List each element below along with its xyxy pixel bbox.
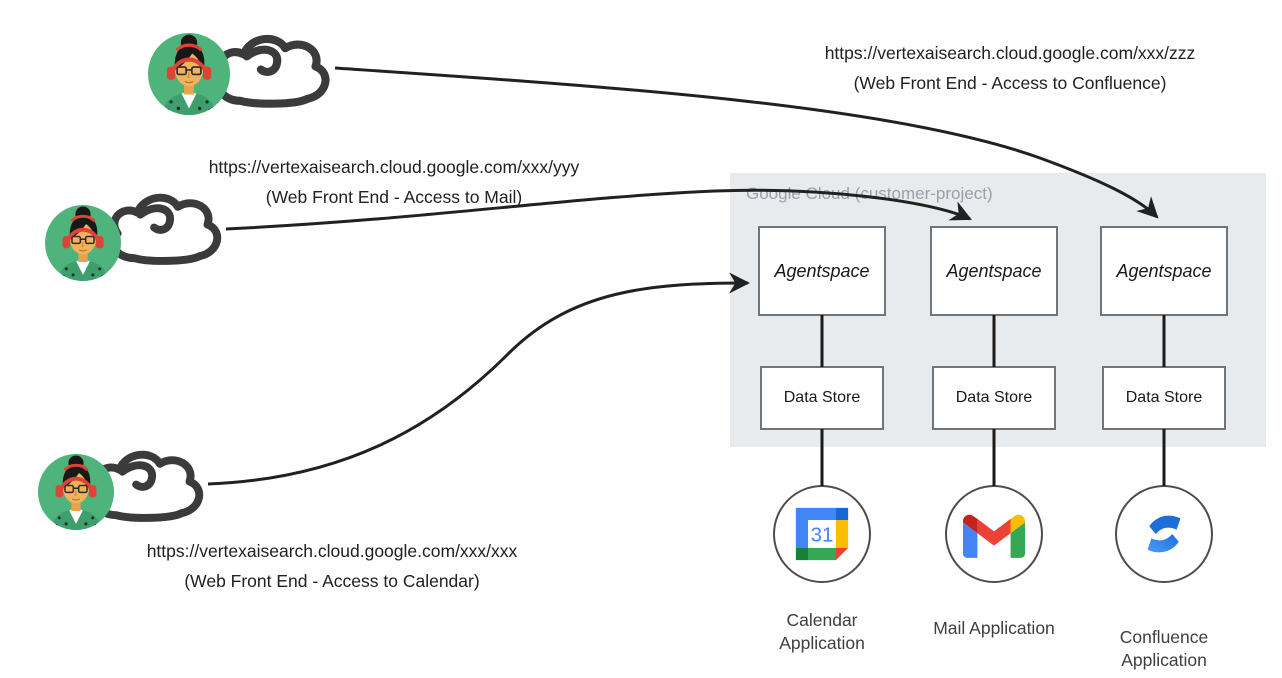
mail-app-label: Mail Application [933, 618, 1055, 638]
request-label-calendar: https://vertexaisearch.cloud.google.com/… [112, 536, 552, 596]
datastore-label: Data Store [955, 389, 1033, 406]
request-url: https://vertexaisearch.cloud.google.com/… [146, 541, 518, 561]
user-avatar [148, 33, 230, 115]
confluence-app-label: Confluence Application [1119, 627, 1209, 670]
request-label-confluence: https://vertexaisearch.cloud.google.com/… [790, 38, 1230, 98]
gmail-icon [963, 514, 1025, 558]
arrow-user3-to-calendar-agentspace [207, 272, 751, 486]
agentspace-box-mail: Agentspace [930, 226, 1058, 316]
agentspace-label: Agentspace [774, 260, 870, 281]
google-cloud-panel-label: Google Cloud (customer-project) [746, 184, 993, 203]
datastore-box-mail: Data Store [932, 366, 1056, 430]
request-url: https://vertexaisearch.cloud.google.com/… [824, 43, 1196, 63]
agentspace-box-calendar: Agentspace [758, 226, 886, 316]
request-label-mail: https://vertexaisearch.cloud.google.com/… [174, 152, 614, 212]
request-caption: (Web Front End - Access to Mail) [265, 187, 523, 207]
google-calendar-icon: 31 [795, 507, 849, 561]
user-avatar [45, 205, 121, 281]
datastore-label: Data Store [1125, 389, 1203, 406]
datastore-box-calendar: Data Store [760, 366, 884, 430]
datastore-label: Data Store [783, 389, 861, 406]
mail-app-circle [945, 485, 1043, 583]
datastore-box-confluence: Data Store [1102, 366, 1226, 430]
calendar-app-label: Calendar Application [779, 610, 865, 653]
calendar-day-number: 31 [811, 523, 834, 546]
user-avatar [38, 454, 114, 530]
agentspace-label: Agentspace [946, 260, 1042, 281]
confluence-app-circle [1115, 485, 1213, 583]
request-caption: (Web Front End - Access to Confluence) [853, 73, 1167, 93]
calendar-app-circle: 31 [773, 485, 871, 583]
agentspace-box-confluence: Agentspace [1100, 226, 1228, 316]
request-url: https://vertexaisearch.cloud.google.com/… [208, 157, 580, 177]
confluence-icon [1147, 515, 1181, 553]
request-caption: (Web Front End - Access to Calendar) [184, 571, 480, 591]
agentspace-label: Agentspace [1116, 260, 1212, 281]
